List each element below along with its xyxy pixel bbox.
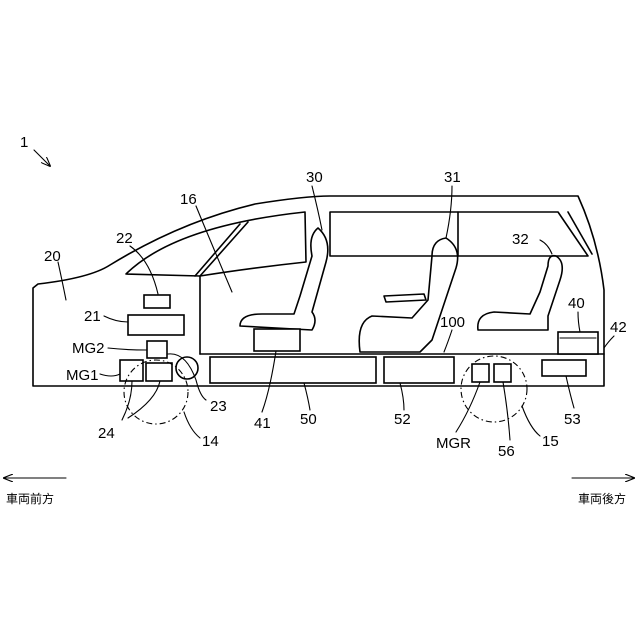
label-31: 31 xyxy=(444,169,461,186)
leader-mg1 xyxy=(100,374,120,376)
unit-22-box xyxy=(144,295,170,308)
label-50: 50 xyxy=(300,411,317,428)
leader-32 xyxy=(540,240,552,254)
label-40: 40 xyxy=(568,295,585,312)
gear-24-box xyxy=(146,363,172,381)
leader-30 xyxy=(312,186,322,230)
label-42: 42 xyxy=(610,319,627,336)
unit-41-box xyxy=(254,329,300,351)
leader-mgr xyxy=(456,382,480,432)
leader-1 xyxy=(34,150,50,166)
battery-50-box xyxy=(210,357,376,383)
label-22: 22 xyxy=(116,230,133,247)
unit-21-box xyxy=(128,315,184,335)
leader-16 xyxy=(196,206,232,292)
label-100: 100 xyxy=(440,314,465,331)
leader-100 xyxy=(444,330,452,352)
mg1-box xyxy=(120,360,143,381)
unit-52-box xyxy=(384,357,454,383)
label-30: 30 xyxy=(306,169,323,186)
label-21: 21 xyxy=(84,308,101,325)
label-mg1: MG1 xyxy=(66,367,99,384)
leader-50 xyxy=(304,383,310,410)
unit-53-box xyxy=(542,360,586,376)
rear-seat xyxy=(478,256,562,330)
windshield xyxy=(126,212,306,276)
middle-seat-armrest xyxy=(384,294,426,302)
label-53: 53 xyxy=(564,411,581,428)
leader-14 xyxy=(184,412,200,438)
label-24: 24 xyxy=(98,425,115,442)
front-seat xyxy=(240,228,328,330)
label-23: 23 xyxy=(210,398,227,415)
rear-direction-label: 車両後方 xyxy=(578,491,626,506)
label-56: 56 xyxy=(498,443,515,460)
leader-42 xyxy=(604,336,614,348)
front-direction-label: 車両前方 xyxy=(6,491,54,506)
leader-15 xyxy=(522,406,540,436)
label-1: 1 xyxy=(20,134,28,151)
mgr-box xyxy=(472,364,489,382)
leader-21 xyxy=(104,316,128,322)
label-52: 52 xyxy=(394,411,411,428)
leader-53 xyxy=(566,376,574,408)
label-32: 32 xyxy=(512,231,529,248)
unit-40-box xyxy=(558,332,598,354)
label-mgr: MGR xyxy=(436,435,471,452)
label-20: 20 xyxy=(44,248,61,265)
mg2-box xyxy=(147,341,167,358)
label-41: 41 xyxy=(254,415,271,432)
leader-24 xyxy=(122,381,132,420)
label-14: 14 xyxy=(202,433,219,450)
label-16: 16 xyxy=(180,191,197,208)
leader-52 xyxy=(400,383,404,410)
label-mg2: MG2 xyxy=(72,340,105,357)
leader-56 xyxy=(503,382,510,440)
leader-40 xyxy=(578,312,580,332)
leader-mg2 xyxy=(108,348,147,350)
label-15: 15 xyxy=(542,433,559,450)
gear-56-box xyxy=(494,364,511,382)
